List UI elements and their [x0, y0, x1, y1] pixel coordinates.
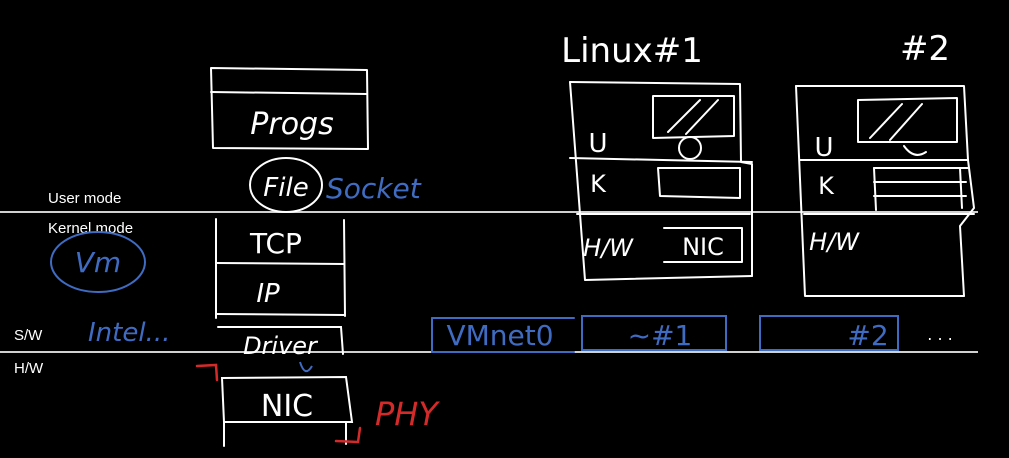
driver-arrow	[299, 361, 313, 373]
vmnet-boxes	[431, 315, 899, 353]
file-circle	[249, 157, 323, 213]
vm1-nic-label: NIC	[682, 233, 724, 261]
driver-box	[217, 326, 344, 355]
vm1-hw-label: H/W	[583, 234, 634, 262]
nic-text: NIC	[261, 389, 313, 424]
vm-circle	[50, 231, 146, 293]
vm1-frame	[569, 81, 753, 281]
phy-text: PHY	[375, 395, 440, 433]
vmnet2-text: #2	[847, 319, 888, 352]
driver-text: Driver	[243, 332, 319, 360]
sw-layer-label: S/W	[14, 327, 43, 344]
progs-box	[210, 67, 369, 150]
vm1-title: Linux#1	[561, 31, 703, 71]
vm1-user-label: U	[588, 129, 607, 159]
vmnet1-text: ~#1	[628, 319, 693, 352]
vm-text: Vm	[75, 246, 121, 279]
vm1-kernel-label: K	[590, 170, 607, 198]
vm2-title: #2	[900, 29, 950, 69]
vm2-kernel-label: K	[818, 172, 835, 200]
intel-text: Intel...	[88, 318, 170, 348]
tcp-ip-stack	[215, 218, 346, 319]
socket-text: Socket	[326, 172, 422, 205]
phy-brackets	[195, 363, 362, 444]
tcp-text: TCP	[249, 227, 302, 260]
hw-layer-label: H/W	[14, 360, 44, 377]
file-text: File	[263, 173, 308, 203]
vmnet0-text: VMnet0	[446, 319, 553, 352]
user-mode-label: User mode	[48, 190, 122, 207]
progs-text: Progs	[250, 107, 333, 142]
more-dots: . . .	[927, 325, 952, 344]
ip-text: IP	[256, 279, 280, 309]
vm2-frame	[795, 85, 975, 297]
vm2-hw-label: H/W	[809, 228, 860, 256]
vm2-user-label: U	[814, 133, 833, 163]
